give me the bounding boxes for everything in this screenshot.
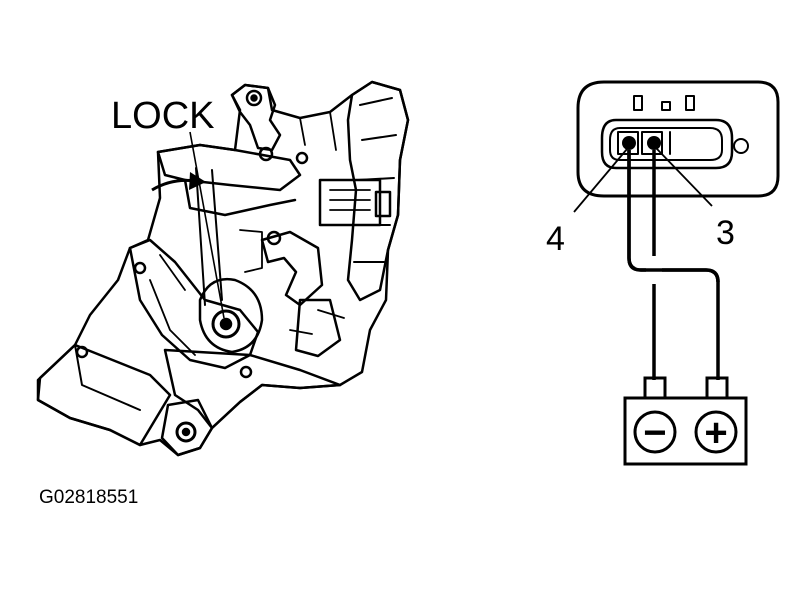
pin-3-leader [656, 148, 713, 207]
door-lock-assembly-drawing [36, 80, 410, 457]
lock-direction-arrow [151, 172, 206, 192]
test-lead-wires [627, 150, 720, 380]
battery [623, 376, 748, 466]
cam-pivot-center [219, 317, 233, 331]
actuator-motor-housing [36, 343, 172, 447]
vertical-link-2 [211, 169, 223, 301]
pin-3-cavity [641, 131, 663, 155]
bottom-mount-hole [175, 421, 197, 443]
connector-block [318, 178, 382, 227]
pin-3-label: 3 [716, 214, 735, 252]
base-plate [163, 348, 342, 430]
locking-cam [198, 277, 264, 354]
screw-hole-4 [295, 151, 309, 165]
motor-seam [74, 344, 141, 411]
lock-housing-outline [36, 80, 410, 457]
pin-4-leader [573, 148, 628, 213]
terminal-4-dot [622, 136, 636, 150]
connector-side-screw [733, 138, 749, 154]
screw-hole-2 [133, 261, 147, 275]
negative-sign: − [643, 411, 666, 455]
connector-wiring-diagram [576, 80, 780, 198]
connector-latch-3 [685, 95, 695, 111]
lock-leader-line [189, 131, 225, 319]
battery-negative-terminal [643, 376, 667, 400]
connector-latch-2 [661, 101, 671, 111]
interior-detail-lines [149, 111, 345, 356]
pawl-lever [230, 83, 282, 152]
latch-claw [294, 298, 342, 358]
upper-link-rod [156, 143, 302, 192]
battery-body [623, 396, 748, 466]
connector-latch-1 [633, 95, 643, 111]
terminal-cavity-outer [600, 118, 734, 170]
link-arm [183, 178, 297, 217]
terminal-3-dot [647, 136, 661, 150]
battery-positive-terminal [705, 376, 729, 400]
connector-housing [576, 80, 780, 198]
screw-hole-5 [266, 230, 282, 246]
wire-4-overlay [627, 150, 720, 283]
negative-circle [633, 410, 677, 454]
mounting-bracket [346, 80, 410, 302]
terminal-cavity-inner [609, 127, 723, 161]
vertical-link-1 [195, 167, 206, 306]
pawl-pivot [245, 89, 263, 107]
bottom-mount-hole-center [181, 427, 191, 437]
connector-tab [374, 190, 392, 218]
connector-ribs [329, 189, 371, 211]
screw-hole-3 [239, 365, 253, 379]
wire-terminal-4 [627, 150, 720, 380]
screw-hole-6 [258, 146, 274, 162]
bottom-mount-tab [160, 398, 214, 457]
figure-code: G02818551 [39, 487, 138, 508]
positive-circle [694, 410, 738, 454]
lock-label: LOCK [111, 95, 214, 137]
pin-4-label: 4 [546, 220, 565, 258]
screw-hole-1 [75, 345, 89, 359]
latch-fork [260, 230, 324, 307]
cam-pivot [211, 309, 241, 339]
lever-plate [128, 238, 260, 370]
positive-sign: + [704, 411, 727, 455]
pawl-pivot-center [250, 94, 258, 102]
